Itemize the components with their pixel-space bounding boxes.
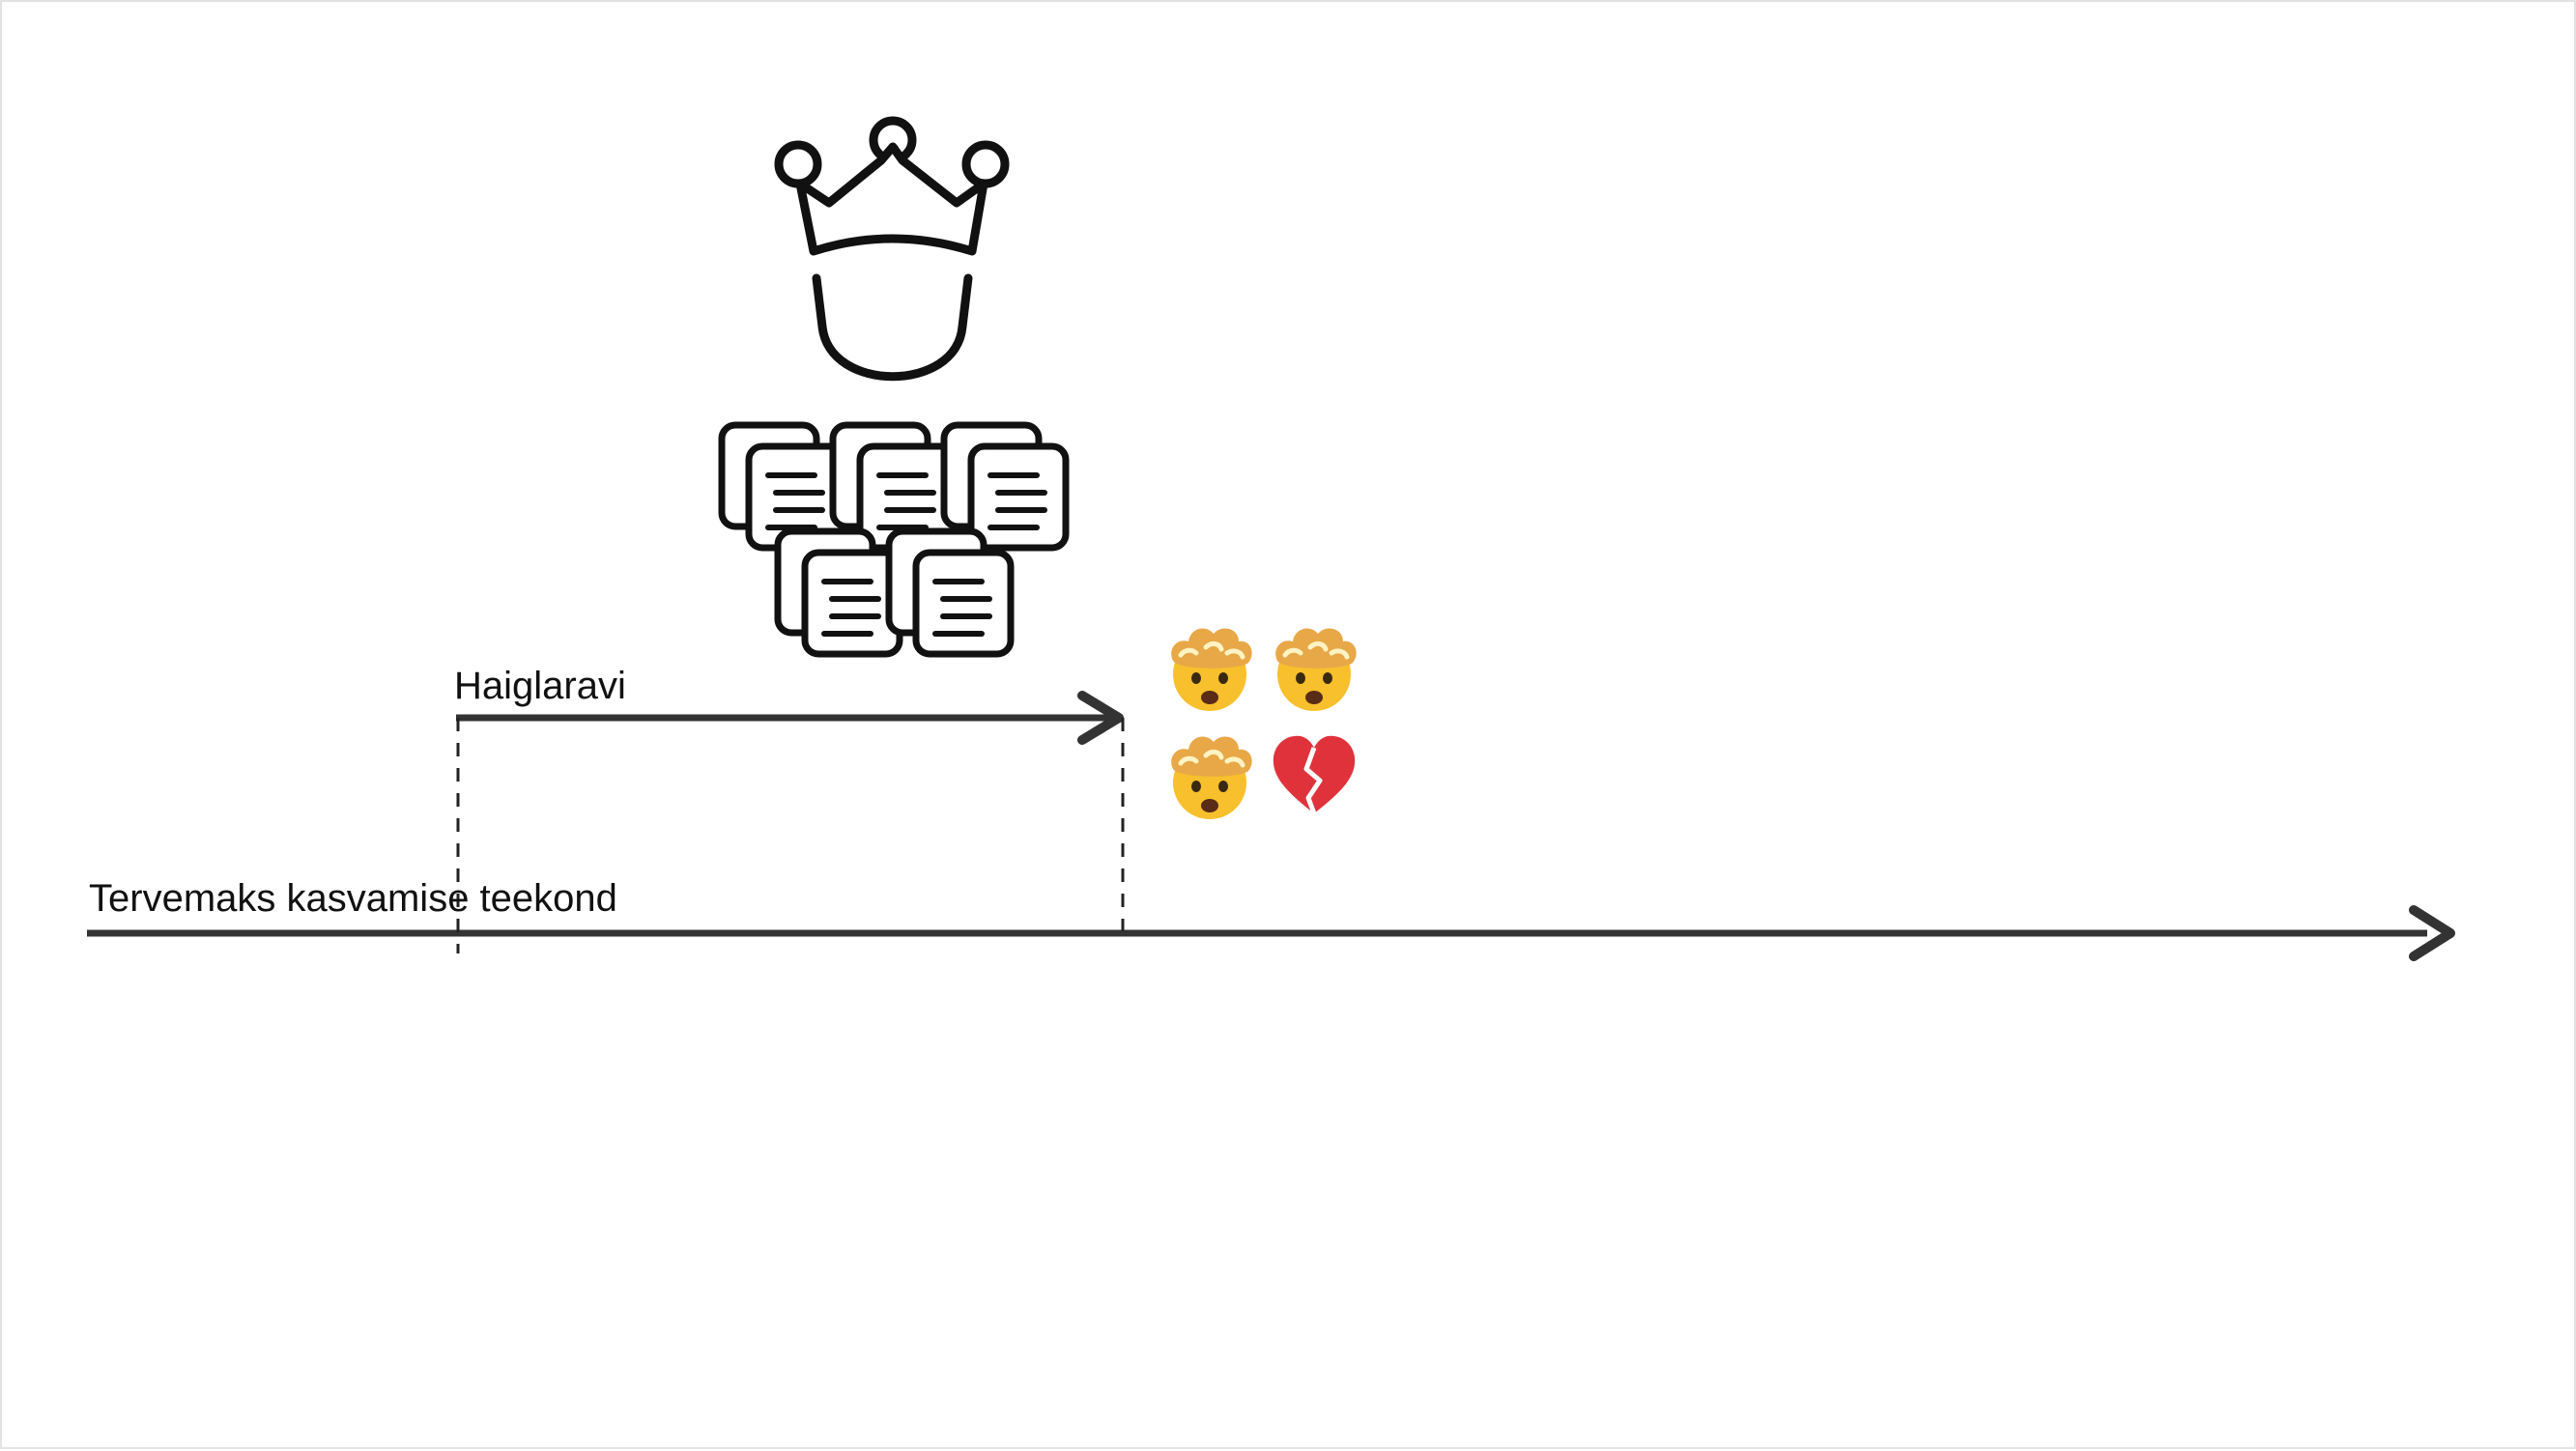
exploding-head-emoji [1163, 728, 1256, 821]
document-icon [778, 531, 900, 654]
hospital-stay-arrowhead [1077, 691, 1124, 745]
timeline-label: Tervemaks kasvamise teekond [89, 877, 617, 920]
broken-heart-emoji [1268, 728, 1360, 821]
timeline-arrowhead [2409, 905, 2455, 961]
exploding-head-emoji [1163, 620, 1256, 713]
crowned-person-icon [774, 116, 1010, 382]
document-icon [889, 531, 1011, 654]
document-stack-icon [722, 425, 1066, 654]
hospital-stay-label: Haiglaravi [454, 665, 626, 707]
exploding-head-emoji [1268, 620, 1360, 713]
